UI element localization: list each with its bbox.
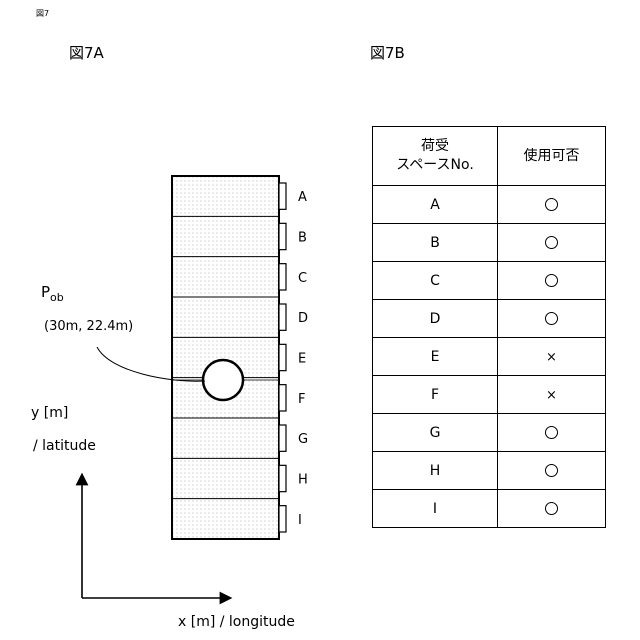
unusable-mark: × [546,388,557,403]
usable-cell [498,186,606,224]
loading-dock-door [279,223,286,249]
usable-mark [545,502,558,515]
usable-mark [545,236,558,249]
usable-mark [545,464,558,477]
loading-bays-group [172,176,286,539]
loading-dock-door [279,183,286,209]
usable-mark [545,274,558,287]
usable-cell: × [498,338,606,376]
bay-label: A [298,190,307,205]
parking-area [172,176,279,539]
bay-label: G [298,432,308,447]
loading-dock-door [279,304,286,330]
space-no-cell: F [373,376,498,414]
usable-cell [498,224,606,262]
table-row: G [373,414,606,452]
usable-cell [498,262,606,300]
point-label: Pob [41,283,64,304]
header-space-no: 荷受 スペースNo. [373,127,498,186]
y-axis-label-sub: / latitude [33,438,96,454]
usable-cell [498,414,606,452]
table-row: D [373,300,606,338]
loading-dock-door [279,465,286,491]
observation-point-marker [203,360,243,400]
loading-dock-door [279,506,286,532]
loading-dock-door [279,264,286,290]
usable-mark [545,312,558,325]
bay-label: E [298,352,306,367]
space-no-cell: E [373,338,498,376]
usable-cell [498,490,606,528]
bay-label: B [298,231,307,246]
bay-label: I [298,513,302,528]
header-usable: 使用可否 [498,127,606,186]
space-no-cell: A [373,186,498,224]
space-no-cell: B [373,224,498,262]
loading-dock-door [279,344,286,370]
y-axis-label: y [m] [31,405,68,421]
space-no-cell: I [373,490,498,528]
usable-mark [545,426,558,439]
bay-label: D [298,311,308,326]
table-row: H [373,452,606,490]
table-row: C [373,262,606,300]
space-usability-table: 荷受 スペースNo. 使用可否 ABCDE×F×GHI [372,126,606,528]
table-row: I [373,490,606,528]
point-coordinates: (30m, 22.4m) [44,319,133,334]
bay-label: F [298,392,305,407]
loading-dock-door [279,385,286,411]
table-row: E× [373,338,606,376]
table-row: B [373,224,606,262]
bay-label: C [298,271,307,286]
space-no-cell: C [373,262,498,300]
space-no-cell: D [373,300,498,338]
table-row: F× [373,376,606,414]
usable-cell [498,300,606,338]
usable-mark [545,198,558,211]
unusable-mark: × [546,350,557,365]
bay-labels-group: A B C D E F G H I [298,190,308,528]
x-axis-label: x [m] / longitude [178,614,295,630]
table-header-row: 荷受 スペースNo. 使用可否 [373,127,606,186]
space-no-cell: H [373,452,498,490]
space-no-cell: G [373,414,498,452]
loading-dock-door [279,425,286,451]
usable-cell: × [498,376,606,414]
bay-label: H [298,473,308,488]
usable-cell [498,452,606,490]
table-row: A [373,186,606,224]
